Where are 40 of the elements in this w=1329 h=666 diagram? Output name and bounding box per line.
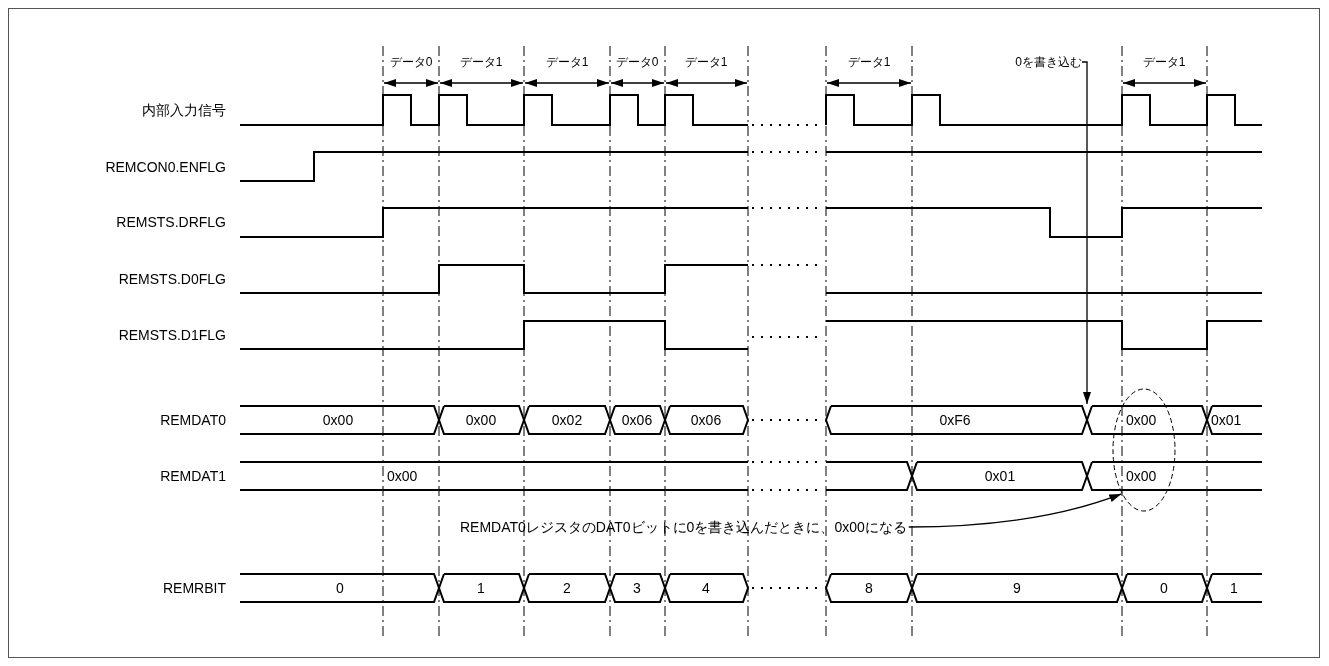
signal-name: REMCON0.ENFLG	[105, 159, 226, 175]
signal-name: 内部入力信号	[142, 102, 226, 118]
annotation-text: 0を書き込む	[1015, 54, 1082, 70]
data-value: 2	[563, 580, 571, 596]
data-value: 0x00	[322, 412, 354, 428]
data-value: 0x00	[1126, 412, 1157, 428]
data-value: 1	[477, 580, 485, 596]
bit-label: データ0	[615, 54, 659, 70]
bit-label: データ1	[1142, 54, 1186, 70]
data-value: 8	[865, 580, 873, 596]
signal-name: REMSTS.D1FLG	[118, 327, 226, 343]
data-value: 0x06	[690, 412, 722, 428]
signal-name: REMDAT0	[160, 412, 226, 428]
bit-label: データ1	[684, 54, 728, 70]
note-text: REMDAT0レジスタのDAT0ビットに0を書き込んだときに、0x00になる	[460, 519, 907, 535]
data-value: 0x06	[621, 412, 653, 428]
signal-name: REMDAT1	[160, 468, 226, 484]
data-value: 0	[336, 580, 344, 596]
data-value: 0xF6	[939, 412, 971, 428]
data-value: 0	[1160, 580, 1168, 596]
arrow	[1081, 61, 1091, 405]
data-value: 9	[1013, 580, 1021, 596]
bit-label: データ0	[389, 54, 433, 70]
data-value: 0x00	[465, 412, 497, 428]
data-value: 1	[1230, 580, 1238, 596]
data-value: 0x00	[387, 468, 418, 484]
bit-label: データ1	[459, 54, 503, 70]
signal-name: REMSTS.DRFLG	[116, 214, 226, 230]
bit-label: データ1	[545, 54, 589, 70]
signal-name: REMSTS.D0FLG	[118, 271, 226, 287]
data-value: 0x02	[551, 412, 583, 428]
data-value: 0x01	[984, 468, 1016, 484]
signal-name: REMRBIT	[163, 580, 226, 596]
dashed-ellipse	[1112, 388, 1176, 512]
data-value: 4	[702, 580, 710, 596]
data-value: 0x01	[1211, 412, 1242, 428]
bit-label: データ1	[847, 54, 891, 70]
data-value: 3	[633, 580, 641, 596]
data-value: 0x00	[1126, 468, 1157, 484]
leader-line	[908, 493, 1122, 528]
